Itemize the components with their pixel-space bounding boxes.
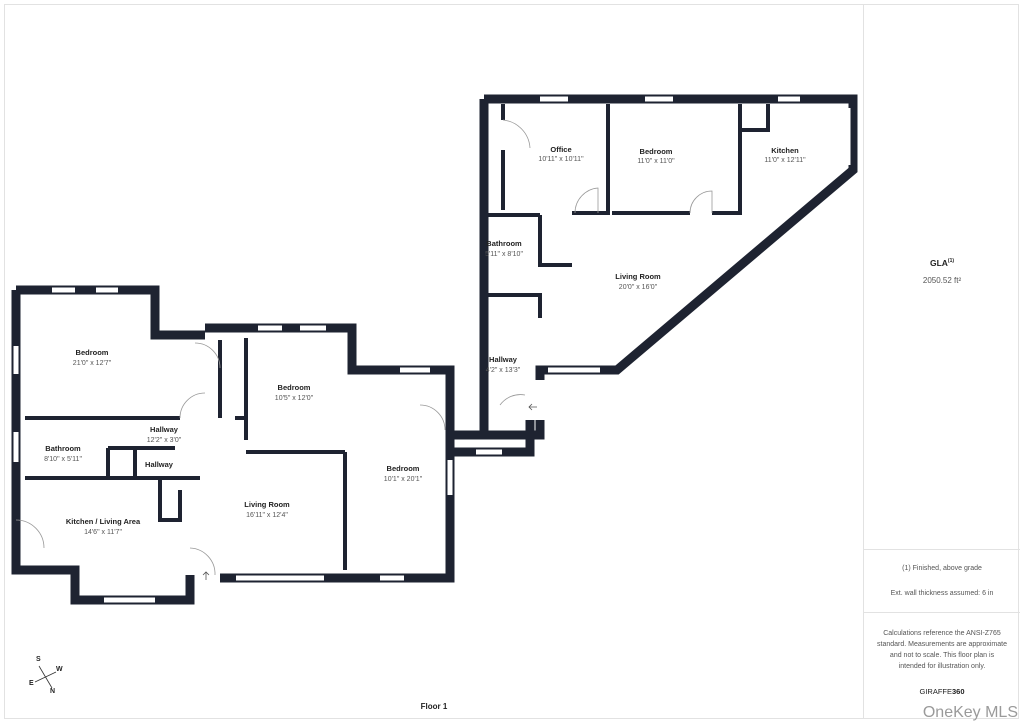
floor-label: Floor 1 — [420, 702, 448, 711]
room-dims: 11'0" x 11'0" — [637, 158, 675, 165]
brand-text: GIRAFFE — [919, 687, 952, 696]
note-finished: (1) Finished, above grade — [902, 565, 982, 572]
room-dims: 20'0" x 16'0" — [619, 284, 658, 291]
walls-left-unit — [11, 285, 535, 605]
brand-logo: GIRAFFE360 — [864, 686, 1020, 697]
room-name: Office — [550, 145, 571, 154]
doors — [15, 119, 713, 576]
room-dims: 10'1" x 20'1" — [384, 476, 423, 483]
room-name: Bathroom — [45, 444, 81, 453]
gla-value: 2050.52 ft² — [922, 276, 962, 285]
divider — [864, 549, 1020, 550]
info-panel: GLA(1) 2050.52 ft² (1) Finished, above g… — [863, 4, 1020, 719]
room-dims: 16'11" x 12'4" — [246, 512, 288, 519]
room-name: Kitchen / Living Area — [66, 517, 141, 526]
gla-heading: GLA(1) — [864, 256, 1020, 269]
room-name: Living Room — [615, 272, 661, 281]
room-name: Hallway — [489, 355, 518, 364]
disclaimer: Calculations reference the ANSI-Z765 sta… — [877, 630, 1007, 670]
room-name: Bedroom — [278, 383, 311, 392]
room-name: Bathroom — [486, 239, 522, 248]
brand-number: 360 — [952, 687, 965, 696]
entry-arrow-icon — [202, 571, 210, 580]
room-name: Kitchen — [771, 146, 799, 155]
room-dims: 4'2" x 13'3" — [486, 367, 521, 374]
page-frame — [4, 4, 1019, 719]
compass-n: N — [50, 688, 56, 695]
compass-icon: S W E N — [26, 656, 68, 698]
room-dims: 11'0" x 12'11" — [764, 157, 806, 164]
note-wall-thickness: Ext. wall thickness assumed: 6 in — [890, 590, 994, 597]
room-name: Bedroom — [76, 348, 109, 357]
room-labels: Office 10'11" x 10'11" Bedroom 11'0" x 1… — [44, 145, 806, 536]
entry-arrow-icon — [528, 403, 537, 411]
compass-s: S — [36, 656, 41, 663]
room-name: Hallway — [145, 460, 174, 469]
room-dims: 10'11" x 10'11" — [538, 156, 584, 163]
room-name: Living Room — [244, 500, 290, 509]
room-dims: 14'6" x 11'7" — [84, 529, 122, 536]
room-dims: 10'5" x 12'0" — [275, 395, 314, 402]
room-dims: 8'10" x 5'11" — [44, 456, 82, 463]
room-name: Bedroom — [640, 147, 673, 156]
room-name: Hallway — [150, 425, 179, 434]
room-dims: 5'11" x 8'10" — [485, 251, 523, 258]
room-name: Bedroom — [387, 464, 420, 473]
entry-arrows — [202, 403, 537, 580]
compass-e: E — [29, 680, 34, 687]
compass-w: W — [56, 666, 63, 673]
gla-sup: (1) — [947, 258, 955, 264]
gla-label: GLA — [929, 257, 948, 268]
walls-right-unit — [479, 94, 858, 440]
floor-plan: Office 10'11" x 10'11" Bedroom 11'0" x 1… — [11, 94, 858, 605]
room-dims: 21'0" x 12'7" — [73, 360, 112, 367]
divider — [864, 612, 1020, 613]
watermark: OneKey MLS — [922, 704, 1018, 721]
room-dims: 12'2" x 3'0" — [147, 437, 182, 444]
